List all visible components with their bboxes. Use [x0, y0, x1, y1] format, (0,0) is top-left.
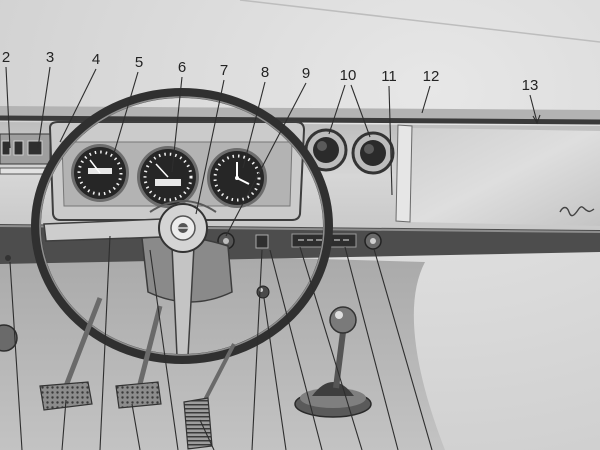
horn-ring	[149, 200, 217, 213]
leader-line	[111, 71, 139, 161]
steering-wheel-highlight	[39, 96, 325, 356]
leader-line	[242, 81, 266, 169]
radio-knob	[364, 232, 382, 250]
leader-line	[37, 66, 51, 149]
callout-2: 2	[2, 49, 11, 149]
left-switch-panel	[0, 133, 51, 175]
callout-7: 7	[195, 62, 228, 215]
speedometer-gauge	[137, 146, 199, 208]
choke-knob	[256, 285, 270, 299]
callout-label: 10	[340, 67, 357, 84]
leader-line	[328, 84, 346, 135]
dash-logo	[559, 206, 595, 217]
air-vent-right	[351, 131, 395, 175]
callout-label: 8	[261, 64, 269, 81]
left-pivot	[5, 255, 11, 261]
callout-10: 10	[328, 67, 371, 138]
switch-3	[27, 140, 43, 156]
fuel-temp-gauge	[71, 144, 129, 202]
callout-label: 6	[178, 59, 186, 76]
callout-label: 9	[302, 65, 310, 82]
callout-label: 7	[220, 62, 228, 79]
leader-line	[350, 84, 371, 138]
callout-11: 11	[381, 68, 397, 196]
clock-gauge	[207, 148, 267, 208]
bottom-leader-lines	[9, 235, 433, 450]
leader-line	[59, 68, 97, 143]
page-edge-line	[239, 0, 600, 43]
left-knob	[0, 324, 18, 352]
leader-line	[5, 66, 11, 149]
glovebox-divider	[395, 124, 413, 223]
callout-8: 8	[242, 64, 269, 169]
callout-label: 11	[381, 68, 397, 85]
right-dash-panel	[410, 128, 600, 226]
brake-pedal-arm	[137, 305, 163, 385]
switch-1	[1, 140, 11, 156]
gear-lever	[294, 306, 372, 418]
leader-line	[421, 85, 431, 114]
callout-label: 13	[522, 77, 539, 94]
callout-label: 5	[135, 54, 143, 71]
accelerator-pedal	[183, 397, 213, 450]
callout-label: 2	[2, 49, 10, 66]
gear-knob-highlight	[335, 311, 343, 319]
callout-5: 5	[111, 54, 143, 161]
steering-hub	[158, 203, 208, 253]
steering-wheel-rim	[31, 88, 333, 364]
gear-boot	[312, 382, 354, 396]
brake-pedal	[115, 381, 162, 409]
switch-2	[13, 140, 24, 156]
accelerator-arm	[203, 343, 236, 401]
leader-line	[388, 85, 393, 196]
callout-3: 3	[37, 49, 54, 149]
odometer	[155, 179, 181, 186]
callout-13: 13	[522, 77, 541, 125]
air-vent-left	[304, 128, 348, 172]
clutch-pedal	[39, 381, 93, 411]
leader-line	[529, 94, 538, 123]
clutch-pedal-arm	[63, 297, 103, 387]
callout-4: 4	[59, 51, 100, 143]
gear-shaft	[333, 331, 346, 389]
gear-knob	[329, 306, 357, 334]
callout-label: 3	[46, 49, 54, 66]
callout-label: 4	[92, 51, 100, 68]
arrowhead-icon	[532, 114, 541, 125]
callout-label: 12	[423, 68, 440, 85]
trim-strip	[0, 167, 51, 175]
light-switch	[255, 234, 269, 249]
leader-line	[171, 76, 183, 173]
callout-12: 12	[421, 68, 440, 114]
leader-line	[195, 79, 225, 215]
leader-line	[225, 82, 307, 237]
callout-9: 9	[225, 65, 310, 237]
callout-6: 6	[171, 59, 186, 173]
